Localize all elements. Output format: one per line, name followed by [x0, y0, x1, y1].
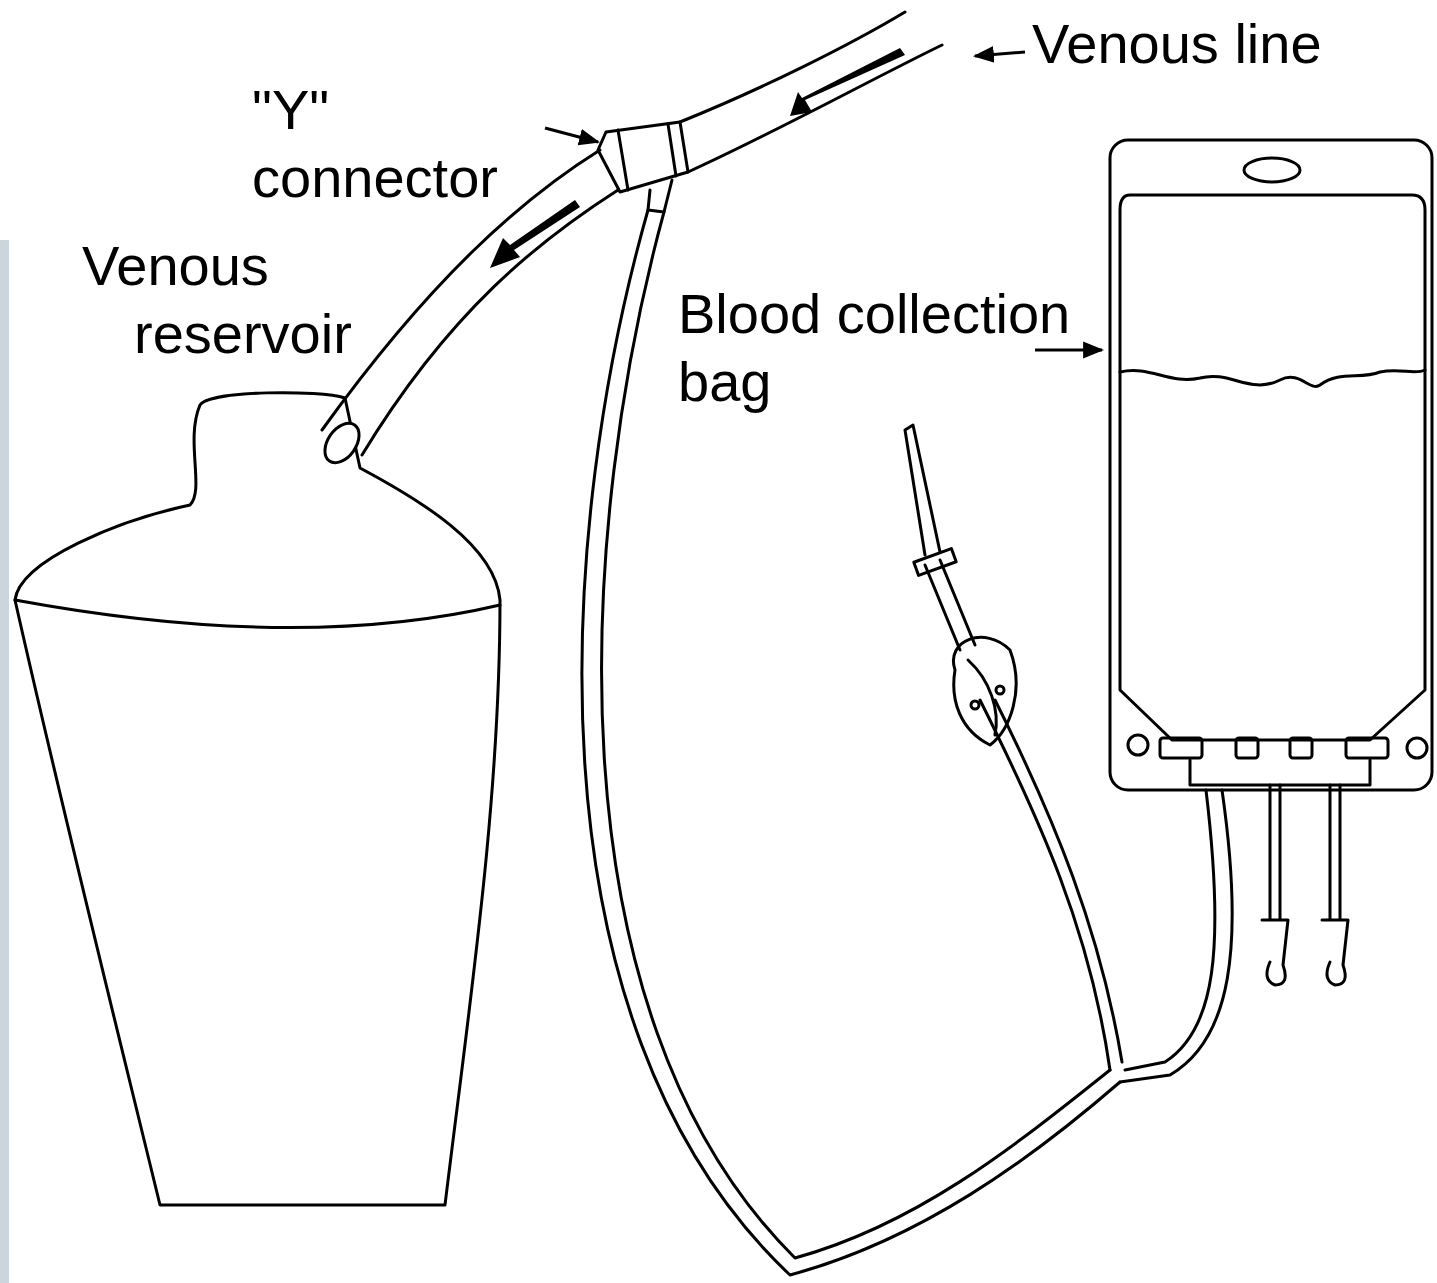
spike-tube: [980, 700, 1110, 1070]
leader-arrow: [975, 52, 1025, 56]
bag-hanger-hole: [1244, 158, 1300, 182]
bag-port: [1236, 738, 1258, 758]
collection-tube: [602, 212, 1110, 1258]
bag-port: [1346, 738, 1388, 758]
clamp-hole: [996, 686, 1004, 694]
venous-line-tube: [680, 12, 905, 122]
spike: [905, 425, 940, 555]
collection-tube: [582, 210, 1120, 1275]
spike-flange: [914, 549, 956, 576]
spike-tube: [995, 700, 1122, 1062]
tube-end: [318, 417, 366, 469]
bag-pigtail: [1322, 785, 1348, 985]
reservoir-label: Venous reservoir: [82, 232, 382, 368]
bag-pigtail: [1262, 785, 1288, 985]
leader-arrow: [545, 128, 598, 142]
tube-clamp: [953, 637, 1016, 745]
bag-eyelet: [1128, 735, 1148, 755]
venous-line-tube: [688, 45, 942, 172]
bag-port: [1290, 738, 1312, 758]
bag-inner: [1120, 195, 1425, 740]
reservoir-tube: [362, 190, 618, 455]
bag-tube: [1120, 790, 1232, 1082]
reservoir-outline: [15, 393, 500, 1205]
connector-label: "Y" connector: [252, 76, 552, 212]
flow-arrow: [790, 48, 905, 116]
bag-port-seal: [1190, 760, 1370, 785]
y-connector: [598, 122, 688, 192]
bag-tube: [1125, 790, 1215, 1070]
leader-arrow: [1035, 349, 1102, 352]
bag-outline: [1110, 140, 1432, 790]
bag-eyelet: [1407, 738, 1427, 758]
bag-label: Blood collection bag: [678, 280, 1108, 416]
margin-band: [0, 240, 9, 1283]
reservoir-fluid-line: [15, 600, 500, 628]
clamp-hole: [971, 701, 979, 709]
y-connector-branch: [648, 180, 672, 212]
flow-arrow: [490, 200, 580, 268]
spike-tube: [925, 560, 975, 650]
bag-fluid-line: [1120, 370, 1425, 386]
bag-port: [1160, 738, 1202, 758]
clamp-roller: [968, 660, 996, 735]
line-label: Venous line: [1032, 10, 1392, 78]
y-connector-ring: [618, 124, 676, 190]
